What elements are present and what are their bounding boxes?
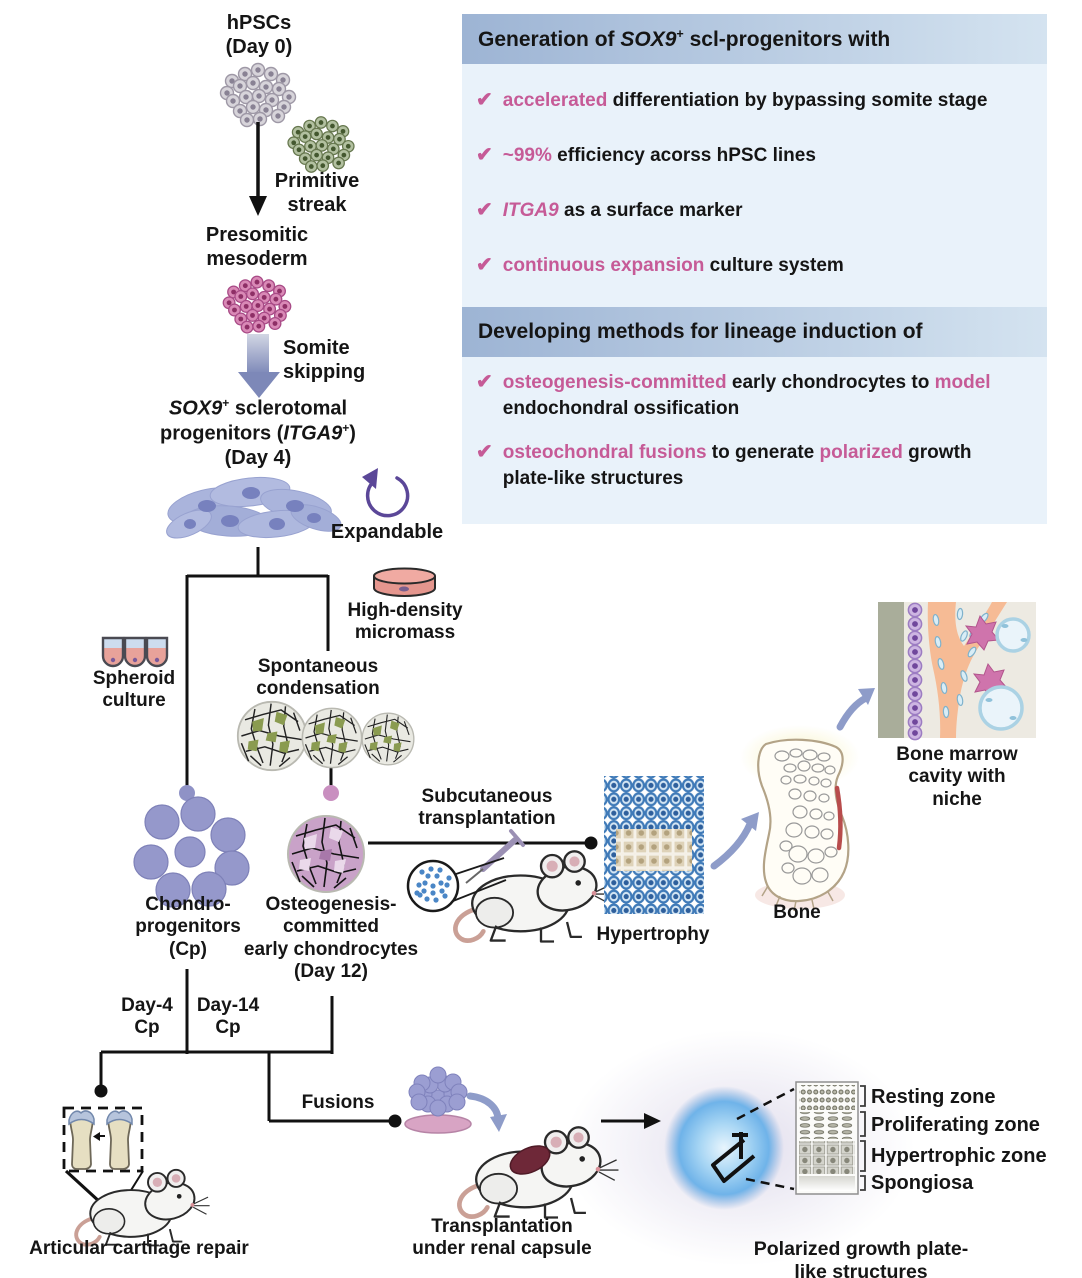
check-icon: ✔ — [476, 89, 493, 111]
zoom-dashed-line — [736, 1087, 795, 1121]
chondroprogenitor-spheres-icon — [133, 796, 250, 908]
check-icon: ✔ — [476, 441, 493, 463]
spheroid-tubes-icon — [101, 636, 169, 668]
arrow-head — [644, 1113, 661, 1129]
spheroid-culture-label: Spheroid culture — [92, 668, 176, 712]
primitive-streak-cluster-icon — [288, 116, 354, 173]
curved-arrow-bone-to-marrow — [836, 688, 875, 731]
resting-zone-label: Resting zone — [871, 1086, 996, 1108]
bone-label: Bone — [773, 902, 821, 923]
lineage-connectors — [99, 547, 646, 1123]
growth-plate-zones-panel — [795, 1081, 866, 1195]
branch-dot — [584, 836, 598, 850]
osteo-chondrocyte-icon — [287, 815, 365, 893]
branch-dot — [94, 1084, 108, 1098]
bullet-ossification: ✔osteogenesis-committed early chondrocyt… — [476, 371, 991, 419]
summary-section2-title: Developing methods for lineage induction… — [462, 307, 1047, 357]
somite-skipping-label: Somite skipping — [283, 337, 366, 383]
mouse-articular-icon — [74, 1167, 212, 1248]
curved-arrow-fusion-to-mouse — [466, 1092, 507, 1132]
primitive-streak-label: Primitive streak — [274, 170, 360, 216]
branch-dot — [388, 1114, 402, 1128]
hpsc-label: hPSCs (Day 0) — [225, 12, 293, 58]
proliferating-zone-label: Proliferating zone — [871, 1114, 1040, 1136]
condensation-circle-icon — [236, 700, 308, 772]
polarized-structures-label: Polarized growth plate-like structures — [753, 1238, 969, 1278]
summary-box: Generation of SOX9+ scl-progenitors with… — [462, 14, 1047, 524]
sox9-progenitors-label: SOX9+ sclerotomal progenitors (ITGA9+) (… — [160, 396, 356, 469]
bullet-efficiency: ✔~99% efficiency acorss hPSC lines — [476, 143, 1028, 170]
summary-section2-body — [462, 357, 1047, 524]
curved-arrow-grid-to-bone — [710, 812, 759, 870]
condensation-circle-icon — [361, 712, 415, 766]
kidney-icon — [509, 1145, 551, 1175]
high-density-label: High-density micromass — [347, 600, 463, 644]
expandable-cycle-icon — [362, 468, 410, 518]
check-icon: ✔ — [476, 199, 493, 221]
bullet-itga9: ✔ITGA9 as a surface marker — [476, 198, 1028, 225]
bullet-expansion: ✔continuous expansion culture system — [476, 253, 1028, 280]
day14-cp-label: Day-14 Cp — [196, 995, 260, 1039]
spongiosa-label: Spongiosa — [871, 1172, 974, 1194]
day4-cp-label: Day-4 Cp — [121, 995, 173, 1039]
spontaneous-label: Spontaneous condensation — [256, 656, 380, 700]
check-icon: ✔ — [476, 371, 493, 393]
zoom-dashed-line — [745, 1177, 795, 1191]
hypertrophy-grid-icon — [604, 776, 704, 914]
condensation-circle-icon — [301, 707, 363, 769]
check-icon: ✔ — [476, 254, 493, 276]
expandable-label: Expandable — [330, 521, 444, 543]
bone-marrow-niche-panel — [878, 602, 1036, 741]
growth-plate-blob-icon — [664, 1086, 784, 1210]
osteo-node-dot — [323, 785, 339, 801]
hypertrophy-label: Hypertrophy — [596, 924, 710, 945]
niche-cell-icon — [964, 614, 1001, 651]
somite-skipping-arrow — [238, 334, 280, 398]
summary-section1-title: Generation of SOX9+ scl-progenitors with — [462, 14, 1047, 64]
hypertrophic-zone-label: Hypertrophic zone — [871, 1145, 1047, 1167]
fusion-spheroid-icon — [404, 1066, 472, 1134]
bullet-fusions: ✔osteochondral fusions to generate polar… — [476, 441, 972, 489]
chondro-node-dot — [179, 785, 195, 801]
articular-repair-label: Articular cartilage repair — [29, 1238, 249, 1259]
summary-section1-body — [462, 64, 1047, 307]
sclerotomal-cell-sheet — [166, 476, 342, 539]
cell-inoculum-magnifier-icon — [406, 857, 507, 913]
bone-sketch-icon — [755, 738, 850, 912]
bullet-accelerated: ✔accelerated differentiation by bypassin… — [476, 88, 1028, 115]
hpsc-cluster-icon — [220, 63, 296, 127]
subcutaneous-label: Subcutaneous transplantation — [418, 786, 556, 830]
check-icon: ✔ — [476, 144, 493, 166]
fusions-label: Fusions — [301, 1092, 375, 1113]
differentiation-arrow — [249, 122, 267, 216]
chondroprogenitors-label: Chondro- progenitors (Cp) — [135, 894, 241, 960]
presomitic-label: Presomitic mesoderm — [205, 224, 309, 270]
bone-marrow-label: Bone marrow cavity with niche — [896, 744, 1018, 810]
osteo-committed-label: Osteogenesis- committed early chondrocyt… — [243, 894, 419, 983]
presomitic-cluster-icon — [223, 276, 291, 333]
renal-transplant-label: Transplantation under renal capsule — [412, 1216, 592, 1260]
mouse-subcutaneous-icon — [455, 851, 614, 941]
micromass-dish-icon — [373, 567, 436, 597]
